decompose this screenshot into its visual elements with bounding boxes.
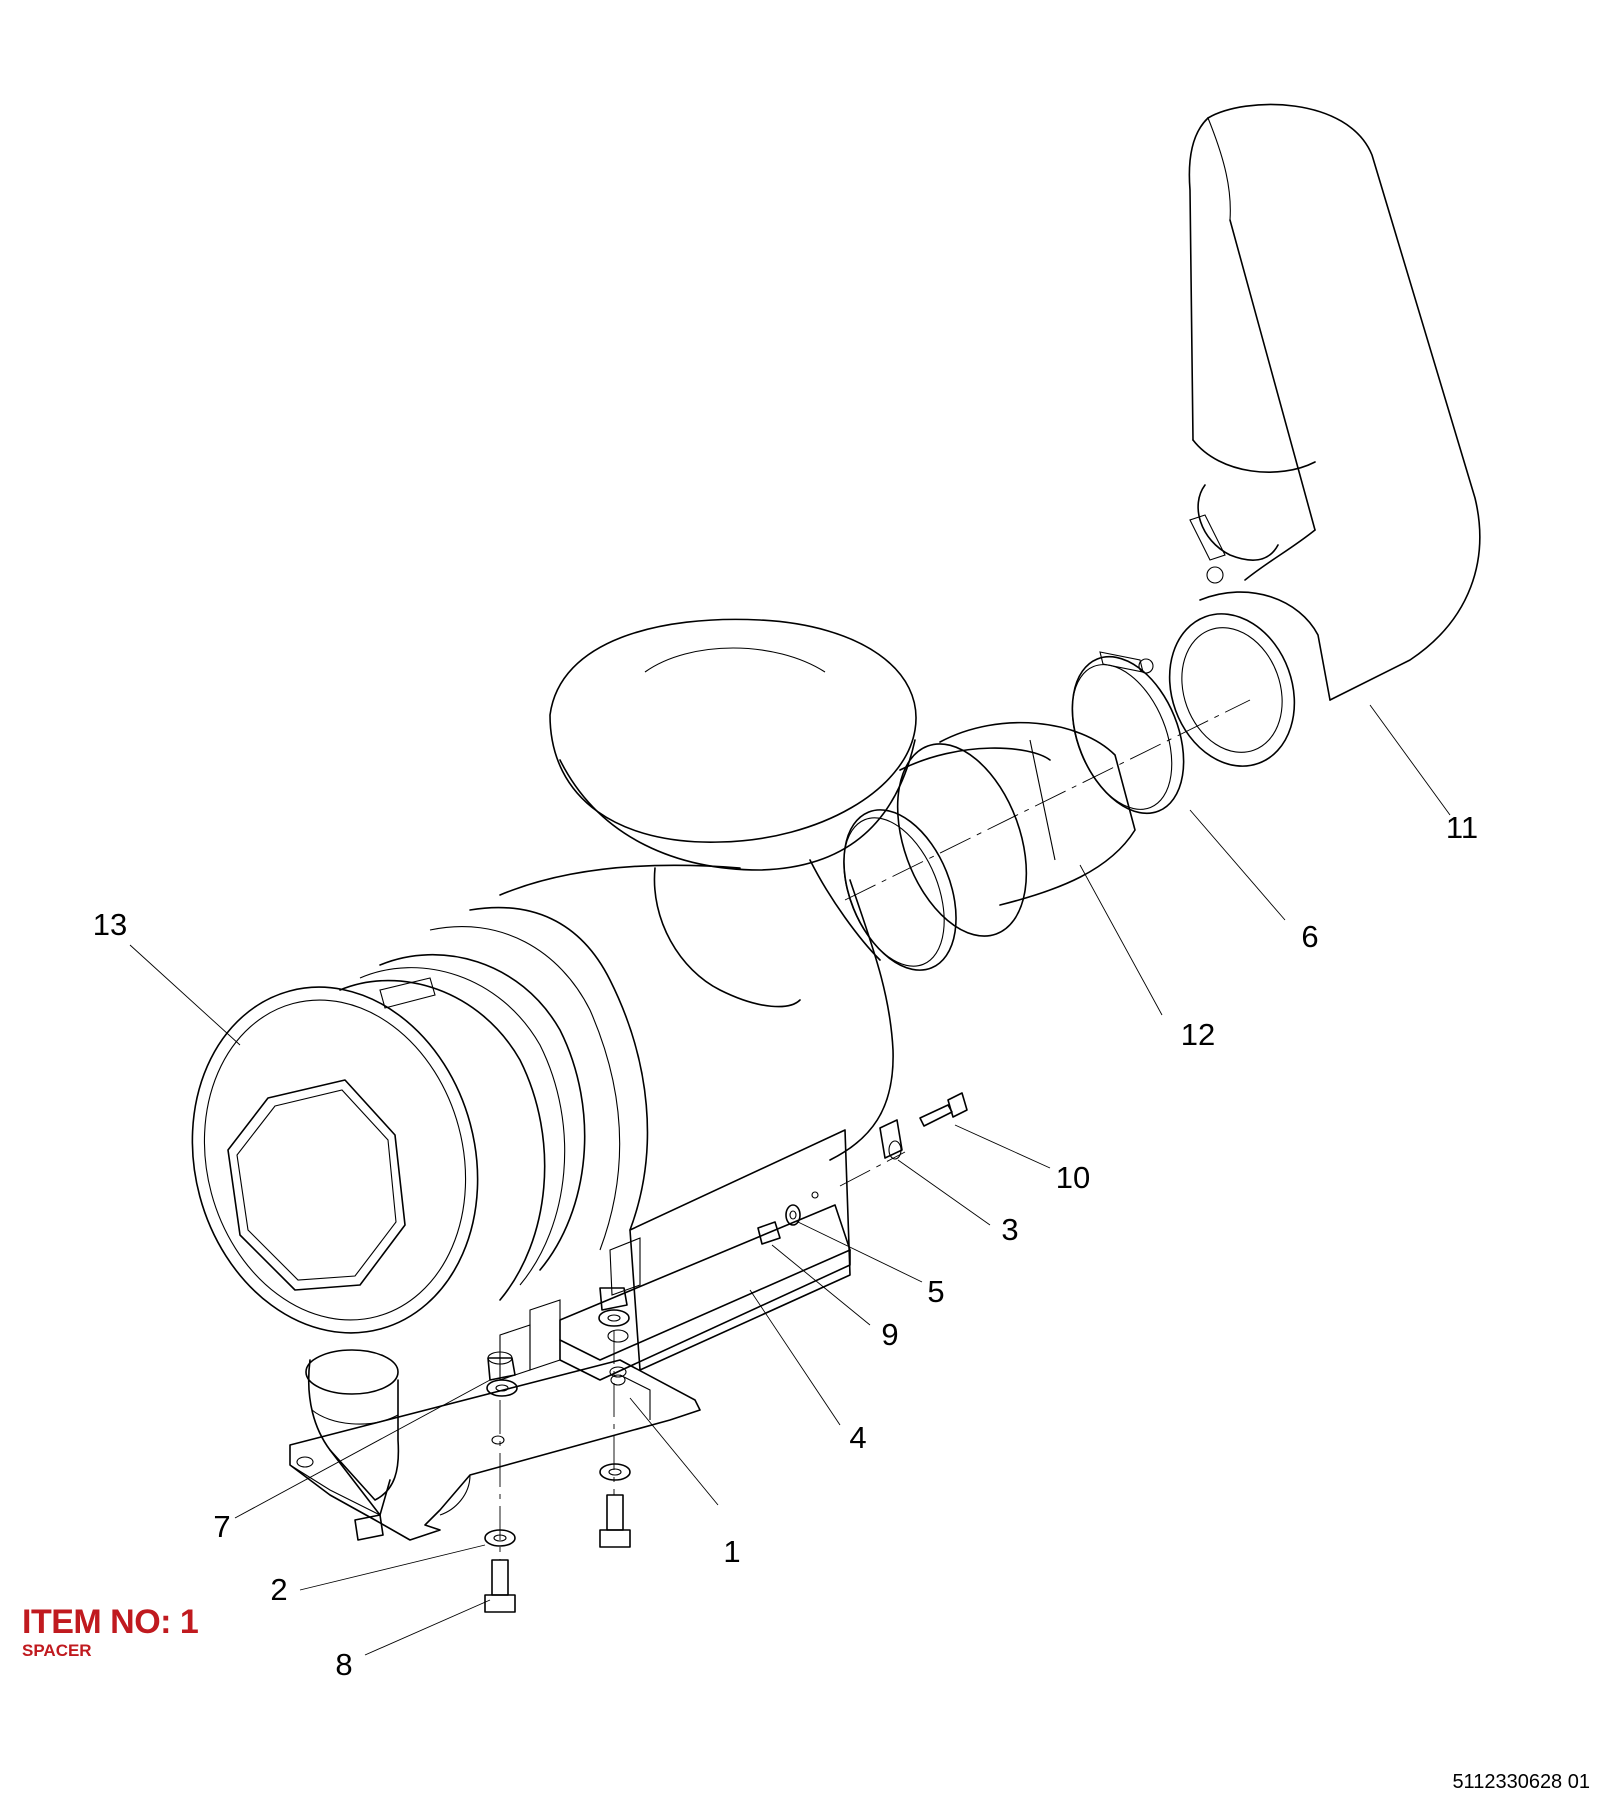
document-number: 5112330628 01: [1452, 1771, 1590, 1793]
item-info: ITEM NO: 1 SPACER: [22, 1603, 199, 1661]
part-1-spacer-bracket: [289, 1359, 701, 1541]
callout-13: 13: [93, 907, 127, 942]
part-12-hose: [843, 721, 1136, 971]
callout-3: 3: [1001, 1212, 1018, 1247]
part-10-bolt: [919, 1092, 968, 1127]
callout-12: 12: [1181, 1017, 1215, 1052]
part-8-bolt: [484, 1559, 516, 1613]
part-5-washer: [785, 1204, 801, 1226]
callout-2: 2: [270, 1572, 287, 1607]
part-9-nut: [757, 1221, 781, 1245]
item-description: SPACER: [22, 1641, 92, 1660]
part-3-p-clip: [879, 1119, 903, 1160]
callout-11: 11: [1446, 810, 1478, 845]
callout-1: 1: [723, 1534, 740, 1569]
part-11-elbow-pipe: [1168, 103, 1481, 767]
part-2-washer-rear: [599, 1463, 631, 1481]
callout-4: 4: [849, 1420, 866, 1455]
part-7-nut: [486, 1351, 518, 1397]
callout-5: 5: [927, 1274, 944, 1309]
callout-7: 7: [213, 1509, 230, 1544]
part-6-hose-clamp: [1071, 651, 1185, 815]
callout-6: 6: [1301, 919, 1318, 954]
part-7-nut-valve: [354, 1514, 384, 1541]
part-13-air-cleaner: [191, 618, 917, 1516]
callout-9: 9: [881, 1317, 898, 1352]
item-number-title: ITEM NO: 1: [22, 1603, 199, 1641]
part-7-nut-rear: [598, 1287, 630, 1327]
callout-labels: 1 2 3 4 5 6 7 8 9 10 11 12 13: [93, 810, 1478, 1682]
part-8-bolt-rear: [599, 1494, 631, 1548]
callout-8: 8: [335, 1647, 352, 1682]
hose-centerline: [844, 699, 1251, 901]
leader-lines: [129, 704, 1451, 1656]
callout-10: 10: [1056, 1160, 1090, 1195]
clip-axis: [839, 1151, 906, 1187]
